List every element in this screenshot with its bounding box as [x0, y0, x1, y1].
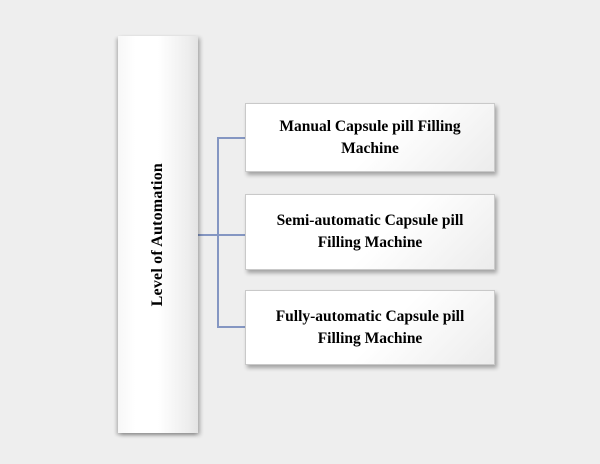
node-label: Manual Capsule pill Filling Machine: [279, 117, 461, 157]
connector-branch-bottom: [217, 326, 245, 328]
node-semi-automatic-machine: Semi-automatic Capsule pill Filling Mach…: [245, 194, 495, 270]
node-manual-machine: Manual Capsule pill Filling Machine: [245, 103, 495, 172]
node-label: Fully-automatic Capsule pill Filling Mac…: [275, 307, 465, 347]
root-node-level-of-automation: Level of Automation: [118, 36, 198, 433]
connector-vertical-rail: [217, 137, 219, 327]
node-label: Semi-automatic Capsule pill Filling Mach…: [276, 212, 464, 251]
connector-branch-middle: [198, 234, 245, 236]
connector-branch-top: [217, 137, 245, 139]
node-fully-automatic-machine: Fully-automatic Capsule pill Filling Mac…: [245, 290, 495, 365]
root-node-label: Level of Automation: [149, 162, 166, 307]
